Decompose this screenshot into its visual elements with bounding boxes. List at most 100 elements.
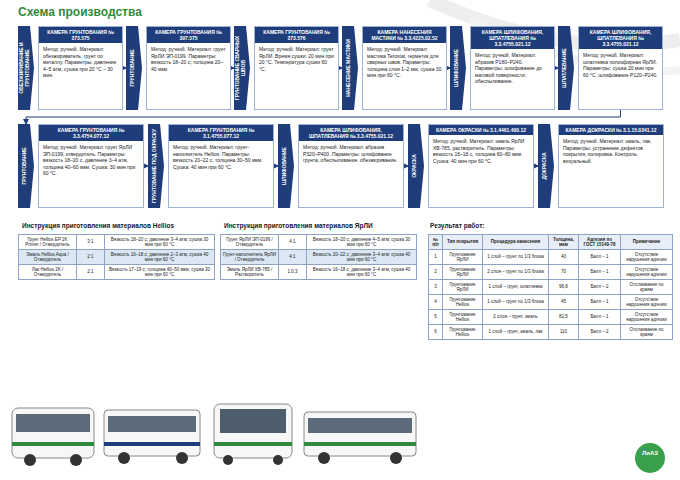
data-table: Грунт Hellios EP 2K Primer / Отвердитель… [18,234,215,280]
flow-arrow [534,166,538,167]
table-cell: 4 [429,295,443,310]
process-box: КАМЕРА ШЛИФОВАНИЯ, ШПАТЛЕВАНИЯ № 3.3.475… [298,124,404,208]
table-row: Грунт ЯрЛИ ЭП-0199 / Отвердитель4:1Вязко… [221,235,417,250]
table-cell: Балл – 2 [579,325,621,340]
table-cell: 3:1 [77,235,105,250]
table-cell: 1:0,3 [279,265,307,280]
cell-text: 6 [434,329,437,334]
table-row: 4 Грунтование Hellios 1 слой – грунт по 1/… [429,295,673,310]
cell-text: Тип покрытия [447,239,478,244]
cell-text: Грунт ЯрЛИ ЭП-0199 / Отвердитель [226,237,272,248]
stage-band: НАНЕСЕНИЕ МАСТИКИ [342,26,358,110]
box-header: КАМЕРА ГРУНТОВАНИЯ № 373.576 [255,27,338,43]
table-title: Инструкция приготовления материалов Hell… [22,222,174,229]
stage-label: ОКРАСКА [408,127,420,205]
stage-label: НАНЕСЕНИЕ МАСТИКИ [342,29,354,107]
cell-text: Балл – 1 [590,269,608,274]
flow-arrow [447,68,450,69]
cell-text: Вязкость 16–18 с; давление 3–4 атм; сушк… [313,267,410,278]
table-cell: Адгезия по ГОСТ 15140-78 [579,235,621,250]
table-cell: № п/п [429,235,443,250]
table-cell: Балл – 1 [579,310,621,325]
cell-text: 2:1 [87,254,93,259]
cell-text: 2 слоя – грунт по 1/3 блока [487,269,544,274]
box-body: Метод: ручной. Материал: грунт ЯрЛИ. Вре… [255,43,338,76]
box-body: Метод: ручной. Материал: эмаль ЯрЛИ ХВ-7… [429,135,533,168]
table-cell: Балл – 1 [579,250,621,265]
box-header: КАМЕРА ШЛИФОВАНИЯ, ШПАТЛЕВАНИЯ № 3.3.475… [579,27,662,49]
table-title: Результат работ: [430,222,485,229]
cell-text: Балл – 1 [590,254,608,259]
cell-text: 2 слоя – грунт, эмаль [493,314,537,319]
cell-text: 1 слой – грунт по 1/3 блока [487,254,544,259]
process-box: КАМЕРА ГРУНТОВАНИЯ № 373.576Метод: ручно… [254,26,339,110]
cell-text: 1 [434,254,437,259]
process-box: КАМЕРА ГРУНТОВАНИЯ № 373.575Метод: ручно… [38,26,123,110]
box-header: КАМЕРА ДОКРАСКИ № 3.1.15.0341.12 [559,125,663,135]
table-cell: Толщина, мкм [549,235,579,250]
box-header: КАМЕРА ГРУНТОВАНИЯ № 3.1.4755.077.12 [169,125,273,141]
box-header: КАМЕРА ГРУНТОВАНИЯ № 397.575 [147,27,230,43]
box-body: Метод: ручной. Материал: эмаль, лак. Пар… [559,135,663,168]
box-body: Метод: ручной. Материал: мастика Terosta… [363,43,446,83]
table-cell: Грунтование ЯрЛИ [443,265,483,280]
stage-band: ОБЕЗЖИРИВАНИЕ И ГРУНТОВАНИЕ [18,26,34,110]
flow-arrow [123,68,126,69]
table-cell: 110 [549,325,579,340]
flow-arrow [231,68,234,69]
cell-text: Грунтование Hellios [449,297,475,308]
cell-text: Отслаивание по краям [630,282,664,293]
process-box: КАМЕРА ДОКРАСКИ № 3.1.15.0341.12Метод: р… [558,124,664,208]
stage-label: ГРУНТОВАНИЕ СВАРНЫХ ШВОВ [234,29,246,107]
cell-text: Грунтование ЯрЛИ [449,282,475,293]
table-cell: 2:1 [77,265,105,280]
cell-text: Процедура нанесения [491,239,540,244]
table-cell: 1 слой – грунт по 1/3 блока [483,250,549,265]
stage-band: ГРУНТОВАНИЕ [126,26,142,110]
table-cell: Балл – 2 [579,280,621,295]
flow-arrow [26,110,621,124]
stage-band: ДОКРАСКА [538,124,554,208]
cell-text: 1:0,3 [287,269,297,274]
table-cell: 1 слой – грунт, эмаль, лак [483,325,549,340]
table-cell: 1 [429,250,443,265]
cell-text: Грунт-наполнитель ЯрЛИ / Отвердитель [223,252,276,263]
cell-text: 5 [434,314,437,319]
cell-text: 3 [434,284,437,289]
table-cell: Отсутствие нарушения адгезии [621,250,673,265]
cell-text: Балл – 1 [590,299,608,304]
box-header: КАМЕРА ГРУНТОВАНИЯ № 373.575 [39,27,122,43]
table-row: 3 Грунтование ЯрЛИ 1 слой – грунт, шпатлев… [429,280,673,295]
table-cell: 3 [429,280,443,295]
table-cell: Грунт Hellios EP 2K Primer / Отвердитель [19,235,77,250]
table-cell: 1 слой – грунт, шпатлевка [483,280,549,295]
table-cell: Отслаивание по краям [621,280,673,295]
cell-text: Грунтование Hellios [449,327,475,338]
table-cell: 4:1 [279,235,307,250]
table-cell: Отсутствие нарушения адгезии [621,295,673,310]
cell-text: Отсутствие нарушения адгезии [626,297,667,308]
cell-text: 1 слой – грунт по 1/3 блока [487,299,544,304]
cell-text: 98,8 [559,284,568,289]
process-box: КАМЕРА ОКРАСКИ № 3.1.4461.400.12Метод: р… [428,124,534,208]
process-box: КАМЕРА ШЛИФОВАНИЯ, ШПАТЛЕВАНИЯ № 3.3.475… [578,26,663,110]
table-row: 6 Грунтование Hellios 1 слой – грунт, эмал… [429,325,673,340]
box-body: Метод: ручной. Материал: шпатлевка полиэ… [579,49,662,82]
cell-text: 4:1 [289,239,295,244]
table-cell: Эмаль ЯрЛИ ХВ-785 / Растворитель [221,265,279,280]
table-cell: Вязкость 16–18 с; давление 3–4 атм; сушк… [307,265,417,280]
stage-label: ГРУНТОВАНИЕ [18,127,30,205]
cell-text: Отсутствие нарушения адгезии [626,267,667,278]
cell-text: 3:1 [87,239,93,244]
table-cell: Грунт-наполнитель ЯрЛИ / Отвердитель [221,250,279,265]
cell-text: Лак Hellios 2K / Отвердитель [32,267,63,278]
stage-label: ДОКРАСКА [538,127,550,205]
cell-text: 40 [561,254,566,259]
stage-band: ГРУНТОВАНИЕ ПОД ОКРАСКУ [148,124,164,208]
box-header: КАМЕРА НАНЕСЕНИЯ МАСТИКИ № 3.3.4225.02.5… [363,27,446,43]
stage-label: ШЛИФОВАНИЕ [278,127,290,205]
table-cell: Примечание [621,235,673,250]
box-body: Метод: ручной. Материал: грунт ЯрЛИ ЭП-0… [39,141,143,181]
stage-label: ГРУНТОВАНИЕ [126,29,138,107]
